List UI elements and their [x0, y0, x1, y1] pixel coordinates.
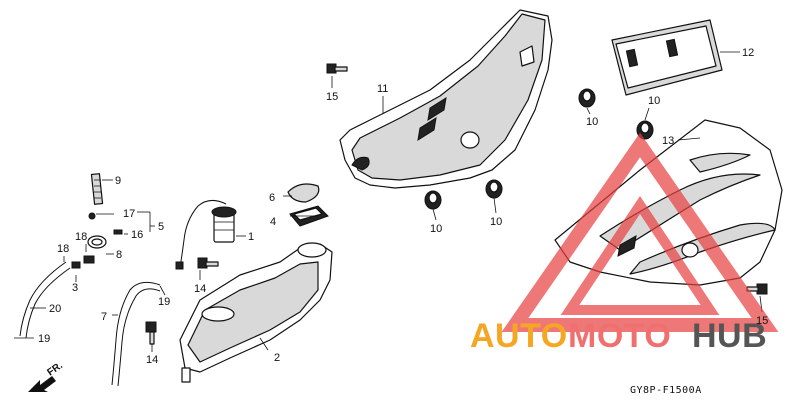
callout-5: 5 [158, 221, 164, 233]
clamp-part-8 [87, 235, 107, 249]
callout-19-b: 19 [38, 333, 50, 345]
joint-part-3 [71, 255, 95, 269]
watermark-word-hub: HUB [692, 317, 767, 355]
callout-9: 9 [115, 175, 121, 187]
callout-13: 13 [662, 135, 674, 147]
callout-2: 2 [274, 352, 280, 364]
grommet-part-c [424, 190, 442, 210]
callout-10-a: 10 [586, 116, 598, 128]
callout-7: 7 [101, 311, 107, 323]
callout-6: 6 [269, 192, 275, 204]
callout-labels: 1 2 3 4 5 6 7 8 9 10 10 10 10 10 11 12 1… [38, 47, 768, 366]
callout-15-b: 15 [756, 315, 768, 327]
callout-11: 11 [377, 83, 388, 95]
callout-20: 20 [49, 303, 61, 315]
diagram-code: GY8P-F1500A [630, 385, 702, 396]
emblem-plate-part [611, 19, 723, 96]
watermark-word-moto: MOTO [568, 317, 671, 355]
watermark-text: AUTO MOTO HUB [470, 317, 767, 355]
callout-10-b: 10 [648, 95, 660, 107]
callout-19-a: 19 [158, 296, 170, 308]
front-direction-label: FR. [45, 360, 65, 378]
callout-8: 8 [116, 249, 122, 261]
grommet-part-d [485, 179, 503, 199]
watermark [501, 132, 779, 332]
watermark-triangle [501, 132, 779, 332]
callout-10-d: 10 [490, 216, 502, 228]
watermark-word-auto: AUTO [470, 317, 568, 355]
callout-4: 4 [270, 216, 276, 228]
callout-18-b: 18 [75, 231, 87, 243]
bolt-part-14-lower [145, 321, 157, 345]
bolt-part-14-upper [197, 257, 219, 269]
callout-18-a: 18 [57, 243, 69, 255]
hose-part-20 [19, 261, 71, 339]
reservoir-tank-part [179, 242, 333, 383]
cap-part [287, 183, 320, 203]
front-direction-arrow: FR. [28, 360, 65, 392]
callout-14-a: 14 [194, 283, 206, 295]
clip-part-16 [113, 229, 123, 235]
filler-neck-part [175, 200, 237, 270]
callout-1: 1 [248, 231, 254, 243]
callout-17: 17 [123, 208, 135, 220]
hose-part-7 [111, 281, 161, 387]
callout-10-c: 10 [430, 223, 442, 235]
leader-lines [14, 51, 763, 352]
bolt-part-15-upper [326, 63, 348, 74]
strainer-part [90, 173, 104, 205]
grommet-part-a [578, 88, 596, 108]
side-cover-left-part [339, 9, 553, 189]
callout-3: 3 [72, 282, 78, 294]
callout-14-b: 14 [146, 354, 158, 366]
washer-part-17 [88, 212, 96, 220]
callout-15-a: 15 [326, 91, 338, 103]
callout-16: 16 [131, 229, 143, 241]
callout-12: 12 [742, 47, 754, 59]
